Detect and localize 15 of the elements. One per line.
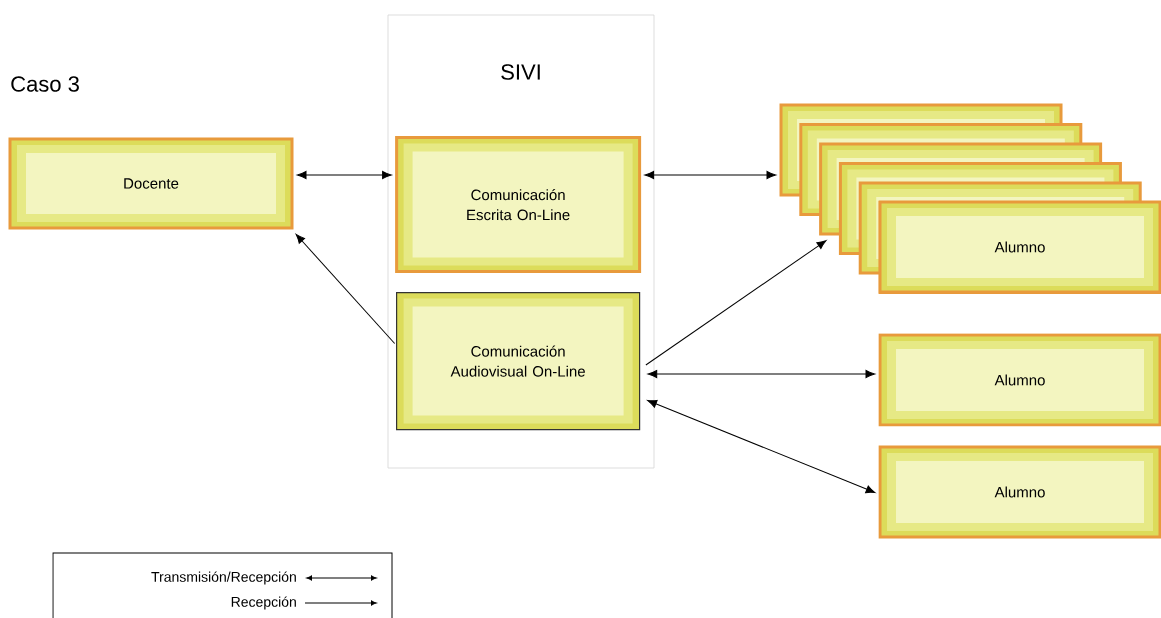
legend-text: Transmisión/Recepción — [151, 571, 296, 585]
arrow — [295, 233, 396, 344]
arrow — [647, 369, 876, 379]
legend-text: Recepción — [231, 596, 296, 610]
process-box: Docente — [8, 137, 294, 230]
process-box: Comunicación Escrita On-Line — [395, 136, 642, 274]
arrow — [644, 170, 777, 180]
arrow — [645, 240, 827, 366]
case-title: Caso 3 — [11, 76, 79, 92]
arrow — [296, 170, 392, 180]
process-box: Alumno — [878, 445, 1161, 539]
arrow — [647, 399, 876, 494]
process-box: Alumno — [878, 333, 1161, 427]
process-box: Comunicación Audiovisual On-Line — [396, 292, 641, 431]
process-box: Alumno — [878, 200, 1161, 294]
